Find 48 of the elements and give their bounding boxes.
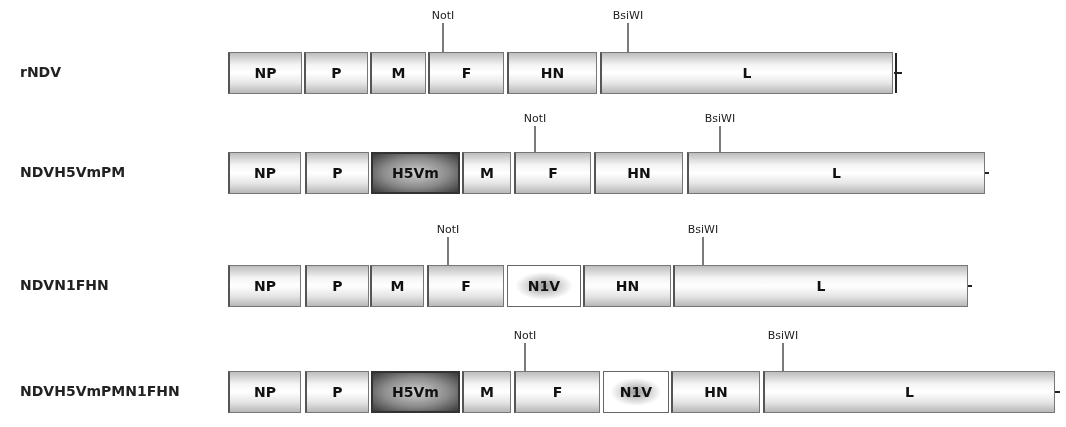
- gene-segment: HN: [671, 371, 760, 413]
- leader-line: [534, 125, 536, 153]
- gene-segment: L: [673, 265, 968, 307]
- gene-segment: NP: [228, 152, 301, 194]
- restriction-site-label: BsiWI: [758, 328, 808, 342]
- gene-segment: L: [600, 52, 893, 94]
- gene-segment: F: [428, 52, 504, 94]
- gene-segment: HN: [594, 152, 683, 194]
- leader-line: [719, 125, 721, 153]
- gene-segment: M: [370, 265, 424, 307]
- gene-segment: F: [427, 265, 504, 307]
- gene-segment: M: [462, 152, 511, 194]
- leader-line: [627, 22, 629, 53]
- leader-line: [782, 342, 784, 372]
- gene-segment: P: [305, 371, 369, 413]
- gene-segment: P: [305, 152, 369, 194]
- gene-segment: HN: [583, 265, 671, 307]
- restriction-site-label: NotI: [500, 328, 550, 342]
- gene-segment: L: [763, 371, 1055, 413]
- gene-segment: H5Vm: [371, 371, 460, 413]
- restriction-site-label: NotI: [418, 8, 468, 22]
- leader-line: [702, 236, 704, 266]
- leader-line: [524, 342, 526, 372]
- restriction-site-label: NotI: [510, 111, 560, 125]
- gene-segment: M: [462, 371, 511, 413]
- construct-name: NDVH5VmPMN1FHN: [20, 383, 180, 399]
- restriction-site-label: BsiWI: [678, 222, 728, 236]
- gene-segment: F: [514, 152, 591, 194]
- gene-segment: HN: [507, 52, 597, 94]
- gene-segment: L: [687, 152, 985, 194]
- leader-line: [447, 236, 449, 266]
- gene-segment: N1V: [603, 371, 669, 413]
- gene-segment: F: [514, 371, 600, 413]
- gene-segment: NP: [228, 265, 301, 307]
- restriction-site-label: BsiWI: [695, 111, 745, 125]
- gene-segment: P: [304, 52, 368, 94]
- gene-segment: NP: [228, 371, 301, 413]
- gene-segment: N1V: [507, 265, 581, 307]
- restriction-site-label: BsiWI: [603, 8, 653, 22]
- leader-line: [442, 22, 444, 53]
- construct-name: NDVH5VmPM: [20, 164, 126, 180]
- gene-segment: M: [370, 52, 426, 94]
- gene-segment: H5Vm: [371, 152, 460, 194]
- construct-name: NDVN1FHN: [20, 277, 109, 293]
- gene-segment: NP: [228, 52, 302, 94]
- construct-name: rNDV: [20, 64, 62, 80]
- restriction-site-label: NotI: [423, 222, 473, 236]
- gene-segment: P: [305, 265, 369, 307]
